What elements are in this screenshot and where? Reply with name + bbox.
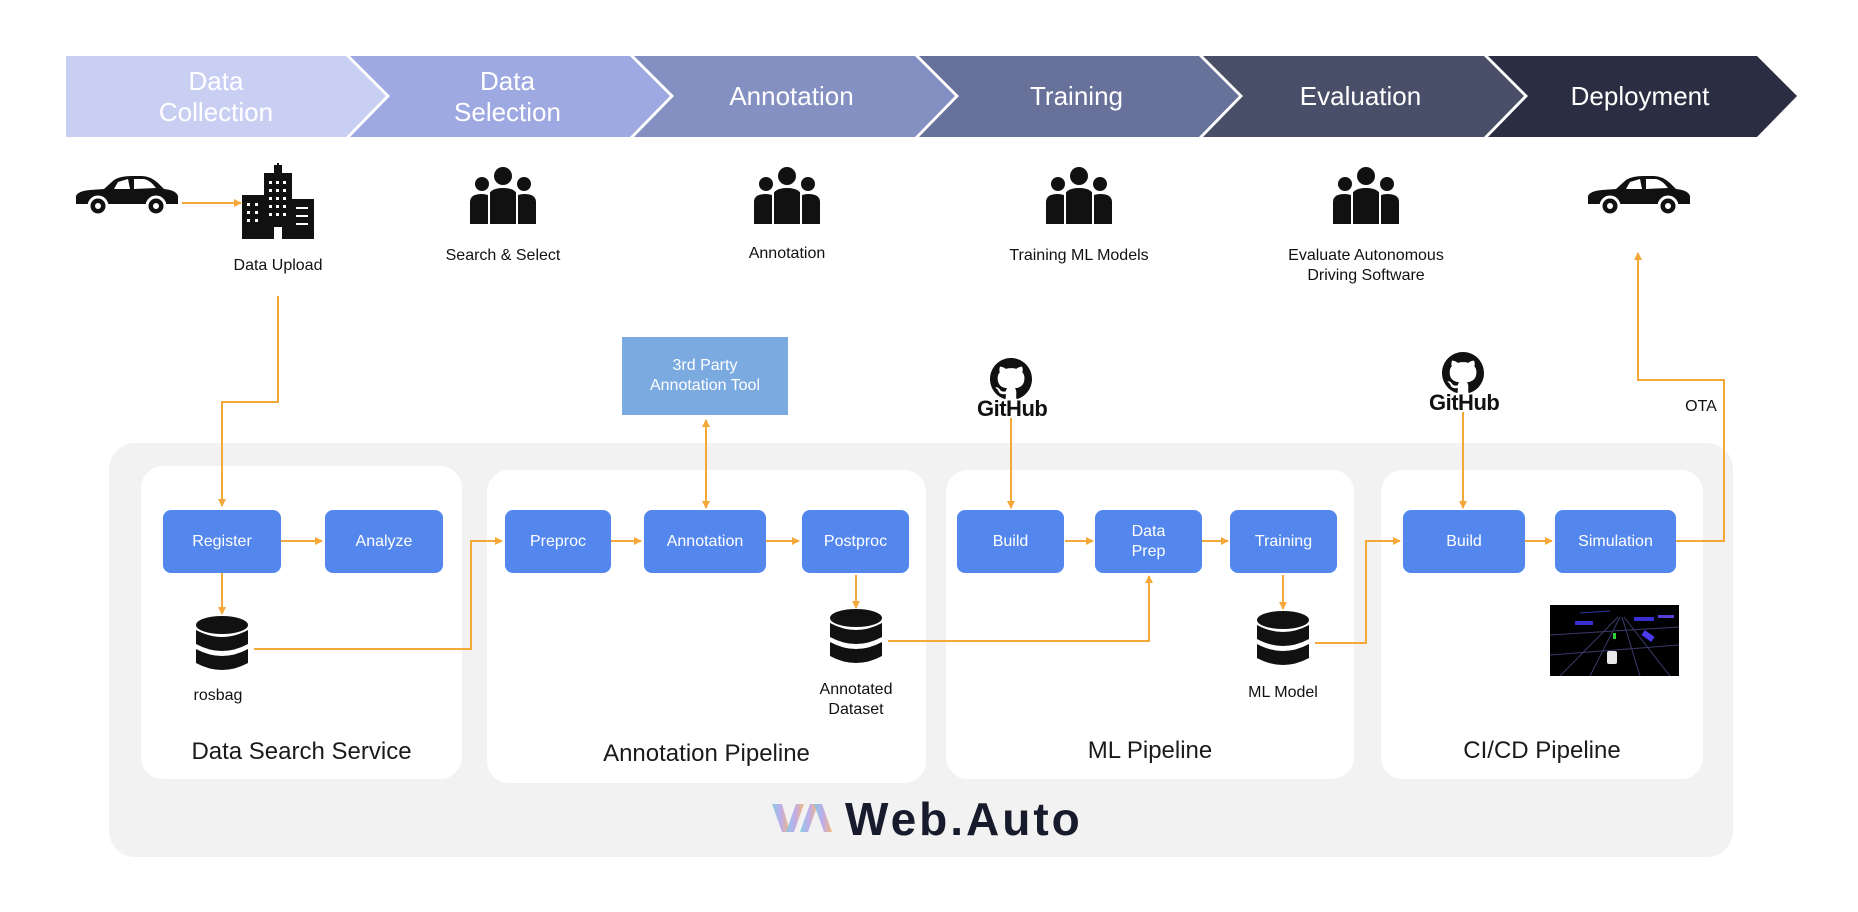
simulation-thumbnail: [1550, 605, 1679, 676]
actor-label-search-select: Search & Select: [445, 247, 561, 264]
actor-label-annotation: Annotation: [748, 245, 826, 262]
building-icon: [242, 163, 314, 239]
people-icon-search: [470, 167, 536, 224]
stage-chevron-evaluation: [1203, 56, 1524, 137]
arrow-upload-to-register: [218, 296, 279, 507]
actor-label-evaluate: Evaluate Autonomous Driving Software: [1288, 247, 1444, 284]
stage-label-data-selection: Data Selection: [454, 65, 561, 127]
github-wordmark-ml: GitHub: [977, 396, 1048, 421]
database-icon-rosbag: [196, 616, 248, 670]
arrow-rosbag-to-preproc: [254, 537, 503, 650]
stage-chevron-training: [919, 56, 1239, 137]
node-training: Training: [1230, 510, 1337, 573]
stage-chevron-data-selection: [350, 56, 670, 137]
github-icon-cicd: [1442, 352, 1484, 393]
stage-label-training: Training: [1030, 81, 1123, 111]
store-label-rosbag: rosbag: [193, 687, 243, 704]
brand-name: Web.Auto: [845, 793, 1083, 845]
stage-label-annotation: Annotation: [729, 81, 854, 111]
database-icon-annotated-dataset: [830, 609, 882, 663]
webauto-logo-icon: [772, 804, 832, 832]
arrow-dataset-to-dataprep: [888, 575, 1153, 642]
store-label-annotated-dataset: Annotated Dataset: [819, 681, 893, 718]
stage-chevron-data-collection: [66, 56, 386, 137]
stage-chevrons: [66, 56, 1797, 137]
arrow-model-to-cicd-build: [1315, 537, 1401, 644]
stage-chevron-deployment: [1488, 56, 1797, 137]
ota-label: OTA: [1685, 398, 1717, 415]
panel-title-data-search-service: Data Search Service: [191, 738, 412, 765]
node-simulation: Simulation: [1555, 510, 1676, 573]
stage-label-evaluation: Evaluation: [1299, 81, 1422, 111]
stage-label-data-collection: Data Collection: [158, 65, 274, 127]
node-cicd-build: Build: [1403, 510, 1525, 573]
stage-chevron-annotation: [634, 56, 955, 137]
node-analyze: Analyze: [325, 510, 443, 573]
actor-label-training-ml: Training ML Models: [1009, 247, 1149, 264]
node-data-prep: Data Prep: [1095, 510, 1202, 573]
database-icon-ml-model: [1257, 611, 1309, 665]
actor-label-data-upload: Data Upload: [233, 257, 323, 274]
store-label-ml-model: ML Model: [1248, 684, 1318, 701]
stage-label-deployment: Deployment: [1570, 81, 1710, 111]
panel-title-cicd-pipeline: CI/CD Pipeline: [1463, 737, 1621, 764]
node-register: Register: [163, 510, 281, 573]
github-wordmark-cicd: GitHub: [1429, 390, 1500, 415]
node-preproc: Preproc: [505, 510, 611, 573]
car-icon-deployment: [1588, 176, 1690, 217]
node-ml-build: Build: [957, 510, 1064, 573]
node-postproc: Postproc: [802, 510, 909, 573]
github-icon-ml: [990, 358, 1032, 399]
arrow-simulation-to-deployment-ota: [1634, 252, 1725, 542]
people-icon-training: [1046, 167, 1112, 224]
people-icon-annotation: [754, 167, 820, 224]
panel-title-ml-pipeline: ML Pipeline: [1087, 737, 1213, 764]
third-party-annotation-tool: 3rd Party Annotation Tool: [622, 337, 788, 415]
node-annotation: Annotation: [644, 510, 766, 573]
people-icon-evaluation: [1333, 167, 1399, 224]
car-icon: [76, 176, 178, 217]
panel-title-annotation-pipeline: Annotation Pipeline: [603, 740, 810, 767]
